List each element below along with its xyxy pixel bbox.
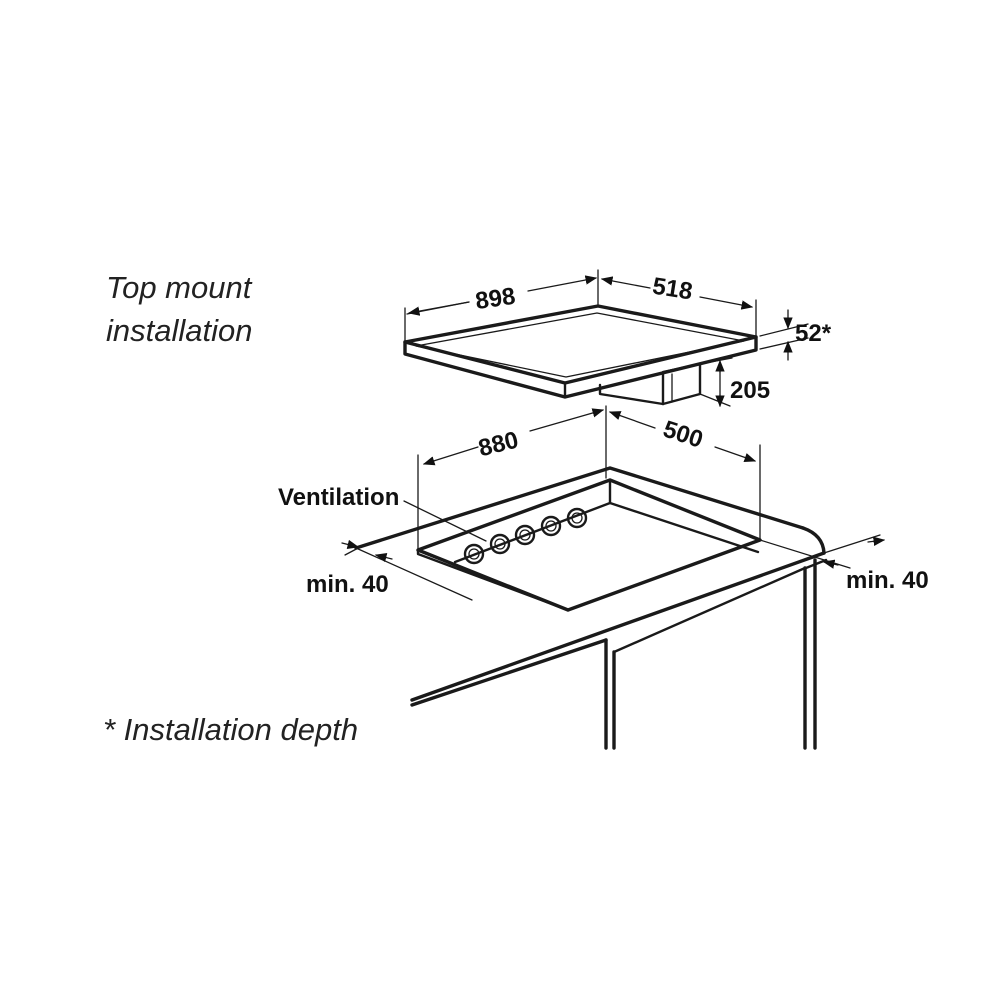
footnote-installation-depth: * Installation depth <box>103 712 358 747</box>
dimension-min-front: min. 40 <box>306 539 473 601</box>
min-front-label: min. 40 <box>306 571 389 598</box>
min-back-label: min. 40 <box>846 567 929 594</box>
ventilation-label: Ventilation <box>278 484 399 511</box>
dimension-hob-depth: 518 <box>600 273 757 338</box>
caption-title-line2: installation <box>106 313 252 348</box>
ventilation-callout: Ventilation <box>278 484 487 542</box>
hob-drawing <box>403 304 758 406</box>
caption-title-line1: Top mount <box>106 270 253 305</box>
dimension-hob-width: 898 <box>404 269 599 343</box>
height-below-label: 205 <box>730 377 770 404</box>
hob-depth-label: 518 <box>651 273 695 306</box>
dimension-height-below: 205 <box>699 357 770 408</box>
cutout-depth-label: 500 <box>660 416 706 454</box>
dimension-installation-depth: 52* <box>759 309 832 361</box>
cutout-width-label: 880 <box>476 426 521 462</box>
dimension-min-back: min. 40 <box>759 534 929 594</box>
installation-depth-label: 52* <box>795 320 832 347</box>
ventilation-holes <box>463 507 588 565</box>
hob-width-label: 898 <box>474 283 517 315</box>
worktop-drawing <box>354 466 828 750</box>
